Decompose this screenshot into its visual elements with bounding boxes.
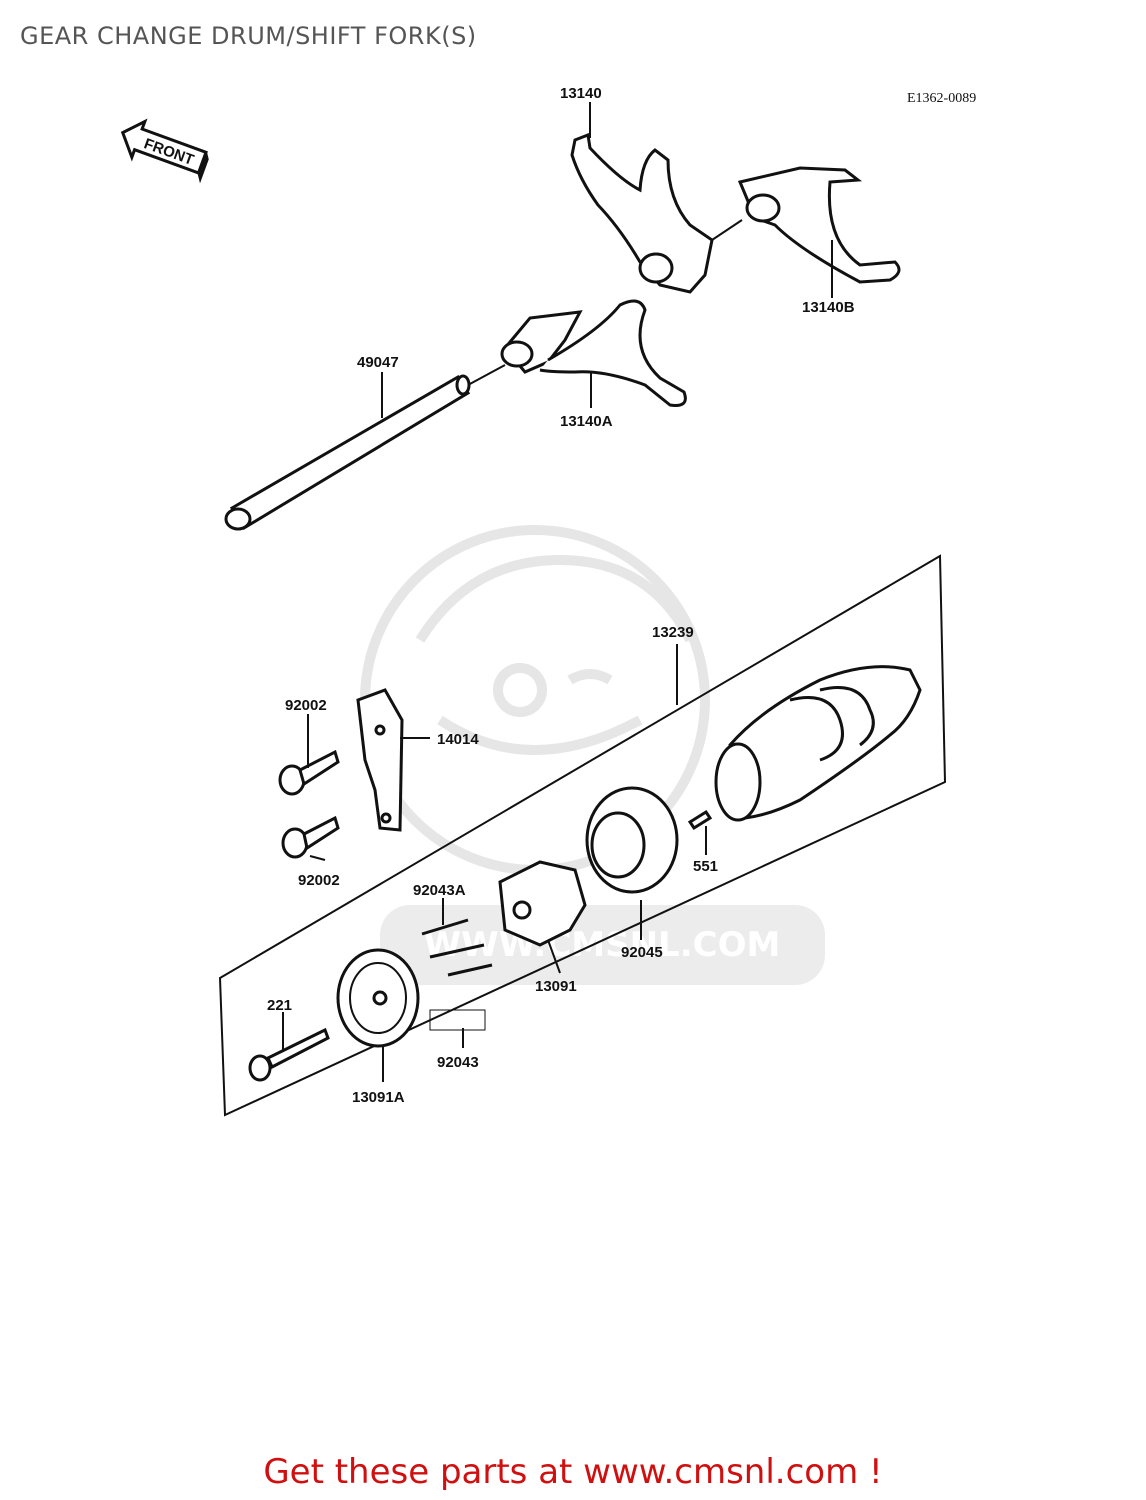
callout-49047: 49047 [357, 354, 399, 371]
leader-lines [282, 102, 833, 1082]
callout-92002-top: 92002 [285, 697, 327, 714]
page-title: GEAR CHANGE DRUM/SHIFT FORK(S) [20, 22, 477, 50]
parts-diagram: WWW.CMSNL.COM E1362-0089 FRONT [120, 85, 976, 1117]
stopper-14014 [356, 688, 404, 832]
screw-221 [248, 1027, 330, 1082]
callout-92045: 92045 [621, 944, 663, 961]
callout-551: 551 [693, 858, 718, 875]
callout-92002-bottom: 92002 [298, 872, 340, 889]
pins-92043 [421, 918, 493, 1031]
callout-13140: 13140 [560, 85, 602, 102]
assembly-boundary [218, 554, 947, 1117]
callout-13091a: 13091A [352, 1089, 405, 1106]
front-arrow-icon: FRONT [120, 118, 209, 184]
callout-13091: 13091 [535, 978, 577, 995]
callout-92043: 92043 [437, 1054, 479, 1071]
shift-fork-13140b [737, 166, 901, 284]
callout-13140a: 13140A [560, 413, 613, 430]
callout-221: 221 [267, 997, 292, 1014]
shift-rod [224, 374, 471, 531]
diagram-code: E1362-0089 [907, 91, 976, 106]
plate-13091a [336, 948, 420, 1048]
callout-92043a: 92043A [413, 882, 466, 899]
shift-cam-13091 [498, 860, 587, 947]
gear-change-drum [714, 665, 922, 822]
callout-13140b: 13140B [802, 299, 855, 316]
watermark-banner: WWW.CMSNL.COM [380, 905, 825, 985]
shift-fork-13140a [500, 299, 687, 407]
shift-fork-13140 [570, 132, 714, 294]
bolt-92002-top [278, 749, 340, 796]
parts-cta-link[interactable]: Get these parts at www.cmsnl.com ! [263, 1452, 883, 1492]
bolt-92002-bottom [281, 815, 340, 859]
bearing-92045 [585, 786, 679, 894]
pin-551 [687, 809, 713, 831]
callout-13239: 13239 [652, 624, 694, 641]
callout-14014: 14014 [437, 731, 479, 748]
